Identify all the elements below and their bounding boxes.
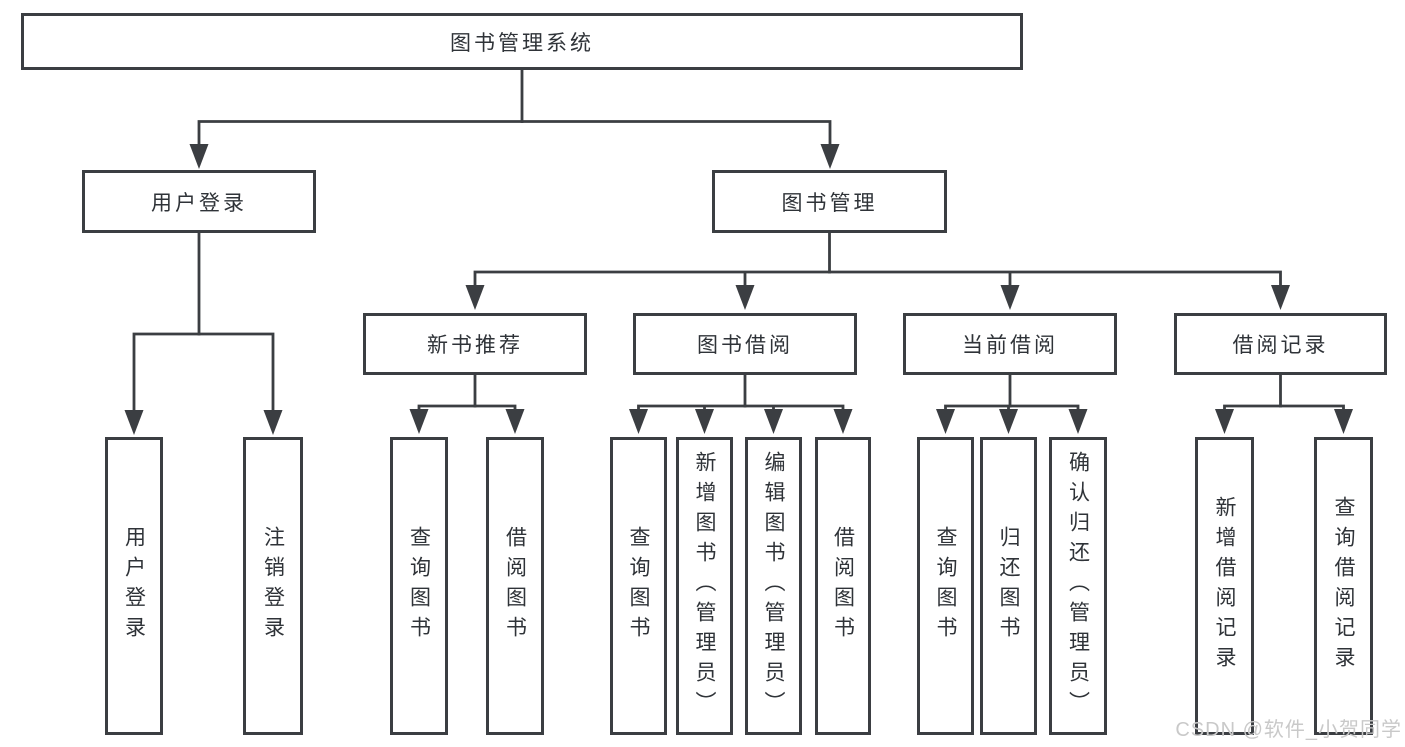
arrow-down-icon — [764, 409, 783, 434]
node-label: 当前借阅 — [962, 334, 1058, 357]
connector-book-borrowing-children — [629, 375, 853, 434]
node-label: 借阅图书 — [503, 526, 527, 646]
node-current-borrowing: 当前借阅 — [903, 313, 1117, 375]
node-label: 图书管理 — [781, 191, 878, 215]
arrow-down-icon — [124, 410, 144, 435]
node-leaf-query-books: 查询图书 — [610, 437, 667, 735]
connector-line — [417, 375, 517, 410]
connector-new-book-recommend-children — [409, 375, 525, 434]
arrow-down-icon — [1334, 409, 1353, 434]
arrow-down-icon — [1000, 285, 1020, 310]
arrow-down-icon — [820, 144, 840, 169]
arrow-down-icon — [695, 409, 714, 434]
watermark: CSDN @软件_小贺同学 — [1175, 719, 1402, 741]
node-leaf-query-books: 查询图书 — [390, 437, 448, 735]
node-label: 注销登录 — [261, 526, 285, 646]
arrow-down-icon — [999, 409, 1018, 434]
node-label: 新增图书（管理员） — [693, 451, 716, 721]
connector-book-management-sections — [465, 233, 1290, 310]
node-leaf-borrow-books: 借阅图书 — [486, 437, 544, 735]
node-leaf-edit-book-admin: 编辑图书（管理员） — [745, 437, 802, 735]
connector-line — [132, 233, 275, 410]
arrow-down-icon — [505, 409, 525, 434]
connector-line — [1223, 375, 1345, 410]
node-book-management: 图书管理 — [712, 170, 947, 233]
node-leaf-add-book-admin: 新增图书（管理员） — [676, 437, 733, 735]
node-leaf-add-borrow-record: 新增借阅记录 — [1195, 437, 1254, 735]
node-label: 编辑图书（管理员） — [762, 451, 785, 721]
node-leaf-return-books: 归还图书 — [980, 437, 1037, 735]
connector-line — [473, 233, 1282, 286]
connector-root-to-branches — [189, 70, 840, 169]
node-label: 归还图书 — [997, 526, 1020, 646]
arrow-down-icon — [409, 409, 429, 434]
node-new-book-recommend: 新书推荐 — [363, 313, 587, 375]
arrow-down-icon — [833, 409, 853, 434]
node-label: 用户登录 — [122, 526, 146, 646]
node-user-login: 用户登录 — [82, 170, 316, 233]
node-label: 查询图书 — [934, 526, 957, 646]
node-leaf-query-books: 查询图书 — [917, 437, 974, 735]
connector-user-login-children — [124, 233, 283, 435]
arrow-down-icon — [465, 285, 485, 310]
node-label: 查询图书 — [627, 526, 650, 646]
node-leaf-borrow-books: 借阅图书 — [815, 437, 871, 735]
node-label: 借阅记录 — [1232, 334, 1329, 357]
node-leaf-confirm-return-admin: 确认归还（管理员） — [1049, 437, 1107, 735]
arrow-down-icon — [1271, 285, 1290, 310]
node-label: 新书推荐 — [427, 334, 523, 357]
node-label: 用户登录 — [151, 191, 247, 215]
node-library-management-system: 图书管理系统 — [21, 13, 1023, 70]
connector-line — [944, 375, 1080, 410]
node-leaf-user-login: 用户登录 — [105, 437, 163, 735]
node-label: 查询图书 — [407, 526, 431, 646]
node-label: 图书借阅 — [697, 334, 793, 357]
arrow-down-icon — [629, 409, 648, 434]
node-leaf-logout: 注销登录 — [243, 437, 303, 735]
node-label: 查询借阅记录 — [1332, 496, 1355, 676]
arrow-down-icon — [1068, 409, 1088, 434]
connector-borrowing-records-children — [1215, 375, 1353, 434]
node-leaf-query-borrow-record: 查询借阅记录 — [1314, 437, 1373, 735]
arrow-down-icon — [189, 144, 209, 169]
node-label: 确认归还（管理员） — [1066, 451, 1090, 721]
node-label: 新增借阅记录 — [1213, 496, 1236, 676]
arrow-down-icon — [1215, 409, 1234, 434]
arrow-down-icon — [263, 410, 283, 435]
arrow-down-icon — [936, 409, 955, 434]
connector-line — [197, 70, 832, 145]
arrow-down-icon — [735, 285, 755, 310]
node-label: 图书管理系统 — [450, 31, 594, 55]
node-book-borrowing: 图书借阅 — [633, 313, 857, 375]
connector-line — [637, 375, 845, 410]
node-label: 借阅图书 — [831, 526, 855, 646]
node-borrowing-records: 借阅记录 — [1174, 313, 1387, 375]
connector-current-borrowing-children — [936, 375, 1088, 434]
